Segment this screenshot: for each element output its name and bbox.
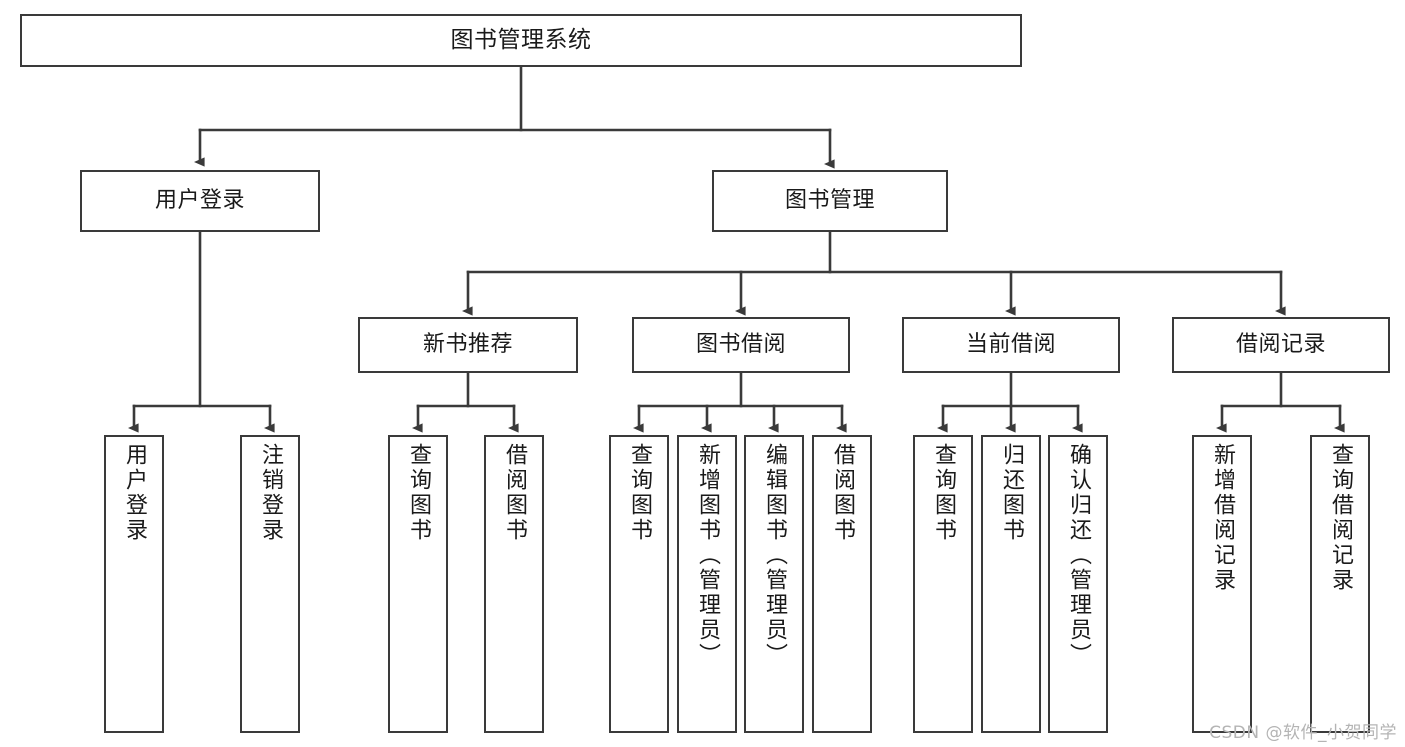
- node-label: 查询图书: [406, 443, 431, 543]
- leaf-borrow-query-book[interactable]: 查询图书: [609, 435, 669, 733]
- node-book-management[interactable]: 图书管理: [712, 170, 948, 232]
- leaf-current-query-book[interactable]: 查询图书: [913, 435, 973, 733]
- leaf-record-add-borrow-record[interactable]: 新增借阅记录: [1192, 435, 1252, 733]
- node-current-borrow[interactable]: 当前借阅: [902, 317, 1120, 373]
- node-label: 查询借阅记录: [1328, 443, 1353, 593]
- node-label: 用户登录: [122, 443, 147, 543]
- node-label: 用户登录: [154, 187, 245, 213]
- node-label: 新增借阅记录: [1210, 443, 1235, 593]
- node-label: 图书借阅: [695, 331, 786, 357]
- leaf-record-query-borrow-record[interactable]: 查询借阅记录: [1310, 435, 1370, 733]
- node-label: 图书管理: [784, 187, 875, 213]
- node-label: 确认归还（管理员）: [1066, 443, 1091, 668]
- leaf-borrow-borrow-book[interactable]: 借阅图书: [812, 435, 872, 733]
- node-label: 当前借阅: [965, 331, 1056, 357]
- node-label: 借阅记录: [1235, 331, 1326, 357]
- node-label: 借阅图书: [830, 443, 855, 543]
- leaf-user-login-logout[interactable]: 注销登录: [240, 435, 300, 733]
- node-borrow-record[interactable]: 借阅记录: [1172, 317, 1390, 373]
- node-label: 新书推荐: [422, 331, 513, 357]
- node-label: 注销登录: [258, 443, 283, 543]
- leaf-current-return-book[interactable]: 归还图书: [981, 435, 1041, 733]
- node-label: 编辑图书（管理员）: [762, 443, 787, 668]
- node-label: 图书管理系统: [450, 26, 592, 53]
- node-new-book-recommend[interactable]: 新书推荐: [358, 317, 578, 373]
- node-label: 查询图书: [931, 443, 956, 543]
- leaf-borrow-add-book-admin[interactable]: 新增图书（管理员）: [677, 435, 737, 733]
- leaf-borrow-edit-book-admin[interactable]: 编辑图书（管理员）: [744, 435, 804, 733]
- node-label: 查询图书: [627, 443, 652, 543]
- node-root-book-management-system[interactable]: 图书管理系统: [20, 14, 1022, 67]
- node-label: 借阅图书: [502, 443, 527, 543]
- node-user-login[interactable]: 用户登录: [80, 170, 320, 232]
- leaf-recommend-query-book[interactable]: 查询图书: [388, 435, 448, 733]
- leaf-user-login-login[interactable]: 用户登录: [104, 435, 164, 733]
- leaf-recommend-borrow-book[interactable]: 借阅图书: [484, 435, 544, 733]
- node-label: 新增图书（管理员）: [695, 443, 720, 668]
- csdn-watermark: CSDN @软件_小贺同学: [1209, 723, 1397, 743]
- node-label: 归还图书: [999, 443, 1024, 543]
- node-book-borrow[interactable]: 图书借阅: [632, 317, 850, 373]
- leaf-current-confirm-return-admin[interactable]: 确认归还（管理员）: [1048, 435, 1108, 733]
